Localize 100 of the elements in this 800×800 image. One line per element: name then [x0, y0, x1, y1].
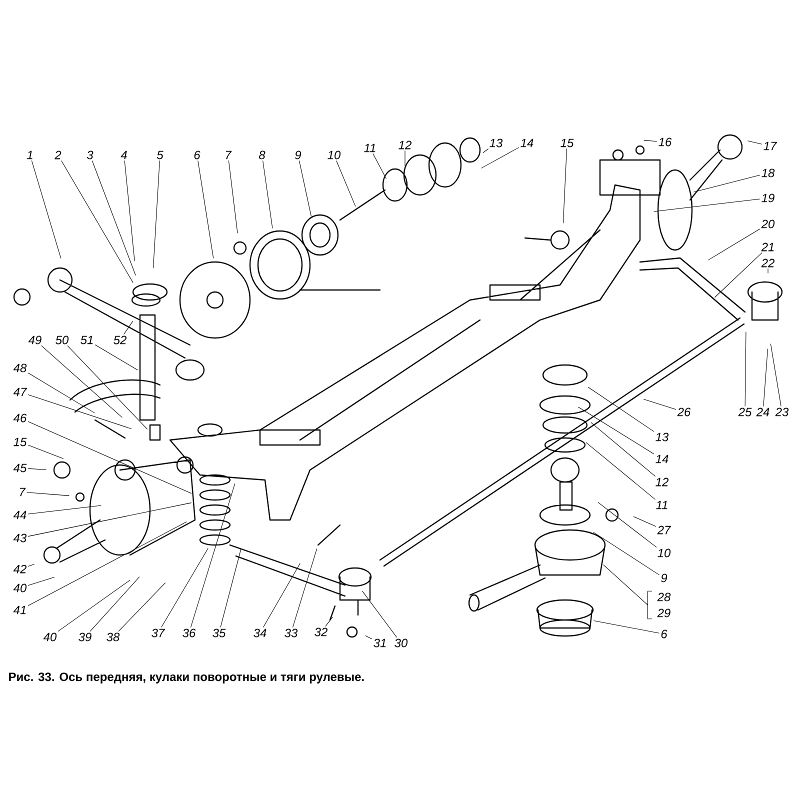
callout-number: 10 [328, 150, 341, 160]
leader-line [28, 505, 102, 514]
callout-number: 12 [656, 478, 668, 486]
leader-line [481, 147, 519, 168]
leader-line [31, 160, 62, 258]
leader-line [593, 532, 660, 576]
callout-number: 37 [152, 628, 166, 638]
leader-line [26, 492, 70, 496]
callout-number: 40 [43, 632, 57, 642]
callout-number: 9 [295, 150, 302, 160]
leader-line [161, 548, 208, 628]
leader-line [263, 563, 300, 628]
leader-line [588, 386, 654, 432]
callout-number: 41 [13, 606, 26, 614]
leader-line [124, 160, 135, 262]
callout-number: 2 [54, 150, 62, 160]
leader-line [28, 394, 132, 430]
leader-line [190, 484, 236, 628]
leader-line [41, 346, 122, 418]
leader-line [28, 421, 192, 494]
leader-line [28, 522, 187, 606]
callout-number: 11 [364, 144, 376, 152]
callout-number: 50 [56, 336, 69, 344]
figure-caption: Рис. 33. Ось передняя, кулаки поворотные и тяги рулевые. [9, 672, 364, 684]
callout-number: 17 [764, 142, 778, 150]
leader-line [404, 150, 406, 166]
callout-number: 32 [314, 628, 328, 636]
callout-number: 10 [658, 548, 671, 558]
leader-line [67, 346, 148, 430]
leader-line [586, 442, 656, 500]
leader-line [90, 576, 140, 632]
leader-line [28, 372, 95, 414]
callout-number: 16 [658, 138, 672, 146]
leader-line [95, 344, 138, 370]
callout-number: 29 [657, 608, 670, 618]
callout-number: 3 [86, 150, 94, 160]
leader-line [770, 344, 782, 406]
callout-number: 24 [756, 408, 770, 416]
callout-number: 7 [226, 150, 232, 160]
leader-line [362, 590, 397, 638]
leader-line [763, 348, 768, 406]
leader-line [28, 576, 54, 586]
callout-number: 23 [775, 408, 789, 416]
callout-number: 47 [13, 388, 28, 396]
leader-line [578, 406, 654, 454]
callout-number: 7 [20, 488, 26, 496]
leader-line [694, 174, 760, 192]
callout-number: 31 [374, 638, 386, 648]
leader-line [325, 616, 333, 626]
callout-number: 48 [13, 364, 27, 372]
leader-line [644, 140, 657, 142]
callout-number: 51 [80, 336, 93, 344]
callout-number: 49 [28, 336, 42, 344]
leader-line [372, 153, 386, 179]
leader-line [61, 160, 134, 283]
leader-line [644, 398, 676, 410]
leader-line [633, 516, 656, 527]
callout-number: 14 [520, 138, 534, 148]
leader-line [198, 160, 214, 258]
leader-line [28, 502, 192, 537]
callout-number: 39 [78, 632, 92, 642]
callout-number: 26 [677, 408, 691, 416]
callout-number: 19 [762, 194, 774, 202]
leader-line [714, 252, 762, 298]
callout-number: 21 [761, 242, 774, 252]
leader-line [28, 468, 46, 470]
leader-line [562, 148, 567, 224]
callout-number: 36 [182, 628, 196, 638]
callout-number: 33 [284, 628, 298, 638]
callout-number: 35 [212, 628, 226, 638]
callout-number: 22 [761, 258, 774, 268]
leader-line [744, 332, 746, 406]
callout-number: 34 [254, 628, 266, 638]
callout-number: 46 [13, 414, 27, 422]
callout-number: 14 [656, 454, 668, 464]
leader-line [365, 636, 372, 640]
callout-number: 6 [194, 150, 200, 160]
callout-number: 27 [657, 526, 672, 534]
callout-number: 15 [560, 138, 574, 148]
leader-line [336, 160, 356, 207]
callout-number: 44 [13, 510, 26, 520]
leader-line [482, 148, 488, 153]
callout-number: 30 [394, 638, 408, 648]
callout-number: 6 [661, 630, 668, 638]
leader-line [28, 564, 34, 567]
leader-line [262, 160, 273, 228]
leader-line [292, 548, 318, 628]
leader-line [92, 160, 136, 276]
leader-line [118, 582, 166, 632]
callout-number: 18 [762, 168, 775, 178]
callout-number: 13 [490, 138, 503, 148]
leader-line [603, 564, 648, 606]
callout-number: 5 [156, 150, 164, 160]
callout-number: 25 [738, 408, 752, 416]
leader-line [598, 502, 657, 548]
leader-line [220, 548, 242, 628]
callout-number: 8 [258, 150, 266, 160]
callout-number: 12 [398, 140, 412, 150]
callout-number: 40 [13, 584, 27, 592]
leader-line [590, 422, 656, 476]
